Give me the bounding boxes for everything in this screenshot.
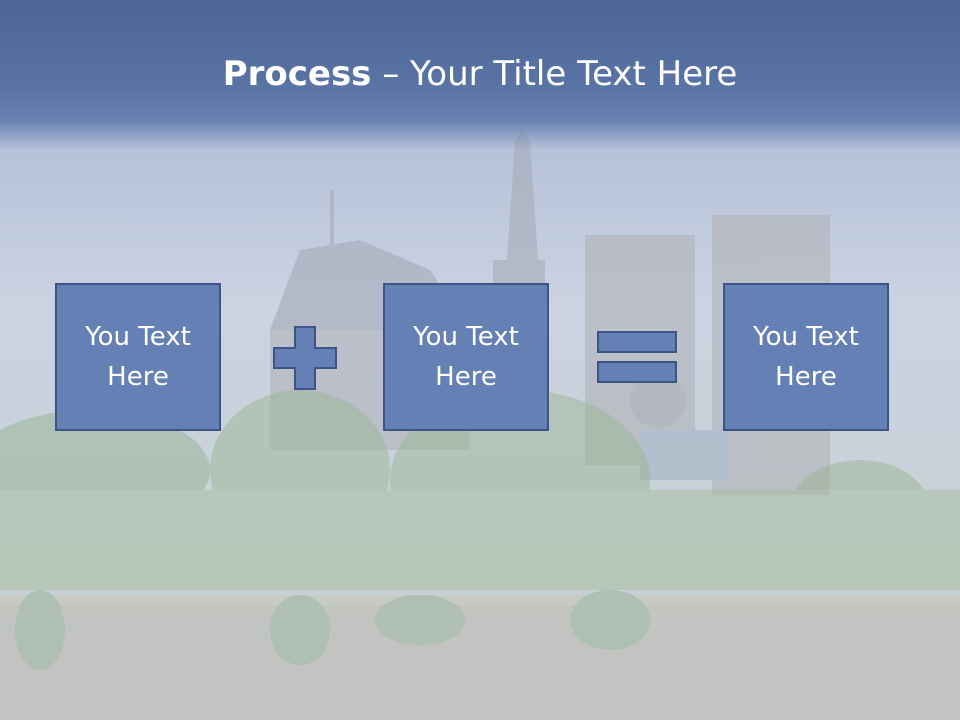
equals-icon bbox=[597, 331, 677, 383]
plus-icon bbox=[273, 326, 337, 390]
process-box-3-label: You Text Here bbox=[753, 322, 859, 392]
process-box-1[interactable]: You Text Here bbox=[55, 283, 221, 431]
title-rest: – Your Title Text Here bbox=[371, 54, 738, 94]
title-band bbox=[0, 0, 960, 150]
slide-title: Process – Your Title Text Here bbox=[0, 52, 960, 96]
process-box-2-label: You Text Here bbox=[413, 322, 519, 392]
process-box-2[interactable]: You Text Here bbox=[383, 283, 549, 431]
title-bold: Process bbox=[222, 54, 372, 94]
process-box-3[interactable]: You Text Here bbox=[723, 283, 889, 431]
process-box-1-label: You Text Here bbox=[85, 322, 191, 392]
